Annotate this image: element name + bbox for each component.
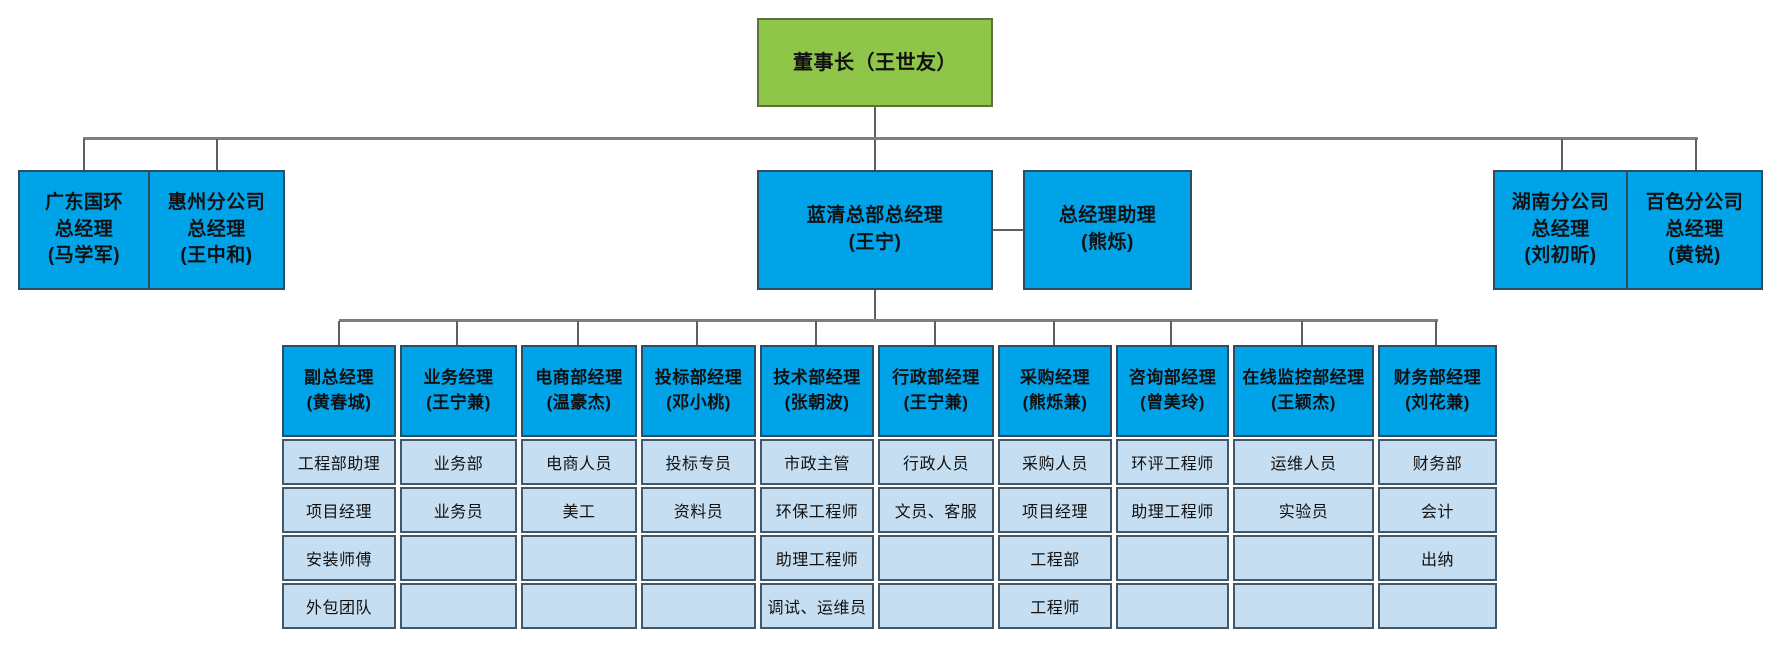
dept-role-cell: 电商人员 <box>521 439 637 485</box>
dept-role-cell <box>878 583 994 629</box>
dept-role-cell <box>400 583 517 629</box>
dept-role-cell: 财务部 <box>1378 439 1497 485</box>
connector-line <box>1301 321 1303 345</box>
dept-role-cell: 业务部 <box>400 439 517 485</box>
dept-role-cell: 会计 <box>1378 487 1497 533</box>
connector-line <box>874 290 876 321</box>
branch-box-huizhou-gm: 惠州分公司 总经理 (王中和) <box>148 170 285 290</box>
dept-head-cell: 副总经理 (黄春城) <box>282 345 396 437</box>
dept-column-deputy-gm: 副总经理 (黄春城) 工程部助理 项目经理 安装师傅 外包团队 <box>282 345 396 629</box>
dept-role-cell: 资料员 <box>641 487 756 533</box>
connector-line <box>83 139 85 170</box>
dept-role-cell <box>400 535 517 581</box>
branch-box-lanqing-hq-gm: 蓝清总部总经理 (王宁) <box>757 170 993 290</box>
connector-bus-line <box>83 137 1698 140</box>
connector-line <box>1695 139 1697 170</box>
dept-role-cell: 实验员 <box>1233 487 1374 533</box>
connector-line <box>577 321 579 345</box>
dept-role-cell: 助理工程师 <box>1116 487 1229 533</box>
dept-head-cell: 行政部经理 (王宁兼) <box>878 345 994 437</box>
dept-role-cell: 市政主管 <box>760 439 874 485</box>
connector-line <box>1435 321 1437 345</box>
dept-role-cell: 环保工程师 <box>760 487 874 533</box>
dept-role-cell: 安装师傅 <box>282 535 396 581</box>
dept-column-online-monitoring-manager: 在线监控部经理 (王颖杰) 运维人员 实验员 <box>1233 345 1374 629</box>
connector-line <box>815 321 817 345</box>
dept-role-cell: 业务员 <box>400 487 517 533</box>
dept-role-cell: 助理工程师 <box>760 535 874 581</box>
dept-role-cell <box>1116 535 1229 581</box>
dept-column-bidding-manager: 投标部经理 (邓小桃) 投标专员 资料员 <box>641 345 756 629</box>
dept-role-cell <box>521 583 637 629</box>
dept-role-cell: 行政人员 <box>878 439 994 485</box>
dept-column-ecommerce-manager: 电商部经理 (温豪杰) 电商人员 美工 <box>521 345 637 629</box>
connector-line <box>696 321 698 345</box>
connector-line <box>1170 321 1172 345</box>
dept-column-technical-manager: 技术部经理 (张朝波) 市政主管 环保工程师 助理工程师 调试、运维员 <box>760 345 874 629</box>
dept-role-cell: 文员、客服 <box>878 487 994 533</box>
dept-column-procurement-manager: 采购经理 (熊烁兼) 采购人员 项目经理 工程部 工程师 <box>998 345 1112 629</box>
dept-role-cell <box>1233 535 1374 581</box>
dept-column-finance-manager: 财务部经理 (刘花兼) 财务部 会计 出纳 <box>1378 345 1497 629</box>
dept-head-cell: 技术部经理 (张朝波) <box>760 345 874 437</box>
dept-column-admin-manager: 行政部经理 (王宁兼) 行政人员 文员、客服 <box>878 345 994 629</box>
dept-role-cell: 美工 <box>521 487 637 533</box>
chairman-box: 董事长（王世友） <box>757 18 993 107</box>
dept-role-cell: 工程师 <box>998 583 1112 629</box>
dept-role-cell <box>878 535 994 581</box>
dept-role-cell: 调试、运维员 <box>760 583 874 629</box>
dept-head-cell: 业务经理 (王宁兼) <box>400 345 517 437</box>
dept-role-cell: 投标专员 <box>641 439 756 485</box>
connector-line <box>216 139 218 170</box>
branch-box-baise-gm: 百色分公司 总经理 (黄锐) <box>1626 170 1763 290</box>
dept-head-cell: 电商部经理 (温豪杰) <box>521 345 637 437</box>
branch-box-guangdong-guohuan-gm: 广东国环 总经理 (马学军) <box>18 170 150 290</box>
dept-column-business-manager: 业务经理 (王宁兼) 业务部 业务员 <box>400 345 517 629</box>
dept-head-cell: 采购经理 (熊烁兼) <box>998 345 1112 437</box>
connector-line <box>338 321 340 345</box>
branch-box-gm-assistant: 总经理助理 (熊烁) <box>1023 170 1192 290</box>
dept-head-cell: 投标部经理 (邓小桃) <box>641 345 756 437</box>
dept-role-cell <box>521 535 637 581</box>
department-table: 副总经理 (黄春城) 工程部助理 项目经理 安装师傅 外包团队 业务经理 (王宁… <box>282 345 1497 629</box>
dept-role-cell: 项目经理 <box>998 487 1112 533</box>
dept-role-cell <box>1378 583 1497 629</box>
dept-role-cell: 外包团队 <box>282 583 396 629</box>
connector-line <box>1053 321 1055 345</box>
connector-line <box>934 321 936 345</box>
dept-column-consulting-manager: 咨询部经理 (曾美玲) 环评工程师 助理工程师 <box>1116 345 1229 629</box>
dept-role-cell: 出纳 <box>1378 535 1497 581</box>
dept-role-cell <box>641 583 756 629</box>
dept-head-cell: 咨询部经理 (曾美玲) <box>1116 345 1229 437</box>
dept-role-cell: 项目经理 <box>282 487 396 533</box>
dept-role-cell: 工程部 <box>998 535 1112 581</box>
dept-role-cell: 环评工程师 <box>1116 439 1229 485</box>
dept-head-cell: 财务部经理 (刘花兼) <box>1378 345 1497 437</box>
connector-line <box>1561 139 1563 170</box>
dept-role-cell <box>1233 583 1374 629</box>
branch-box-hunan-gm: 湖南分公司 总经理 (刘初昕) <box>1493 170 1628 290</box>
dept-head-cell: 在线监控部经理 (王颖杰) <box>1233 345 1374 437</box>
dept-role-cell <box>1116 583 1229 629</box>
connector-line <box>456 321 458 345</box>
connector-bus-line <box>339 319 1438 322</box>
dept-role-cell <box>641 535 756 581</box>
connector-line <box>993 229 1023 231</box>
dept-role-cell: 运维人员 <box>1233 439 1374 485</box>
dept-role-cell: 工程部助理 <box>282 439 396 485</box>
dept-role-cell: 采购人员 <box>998 439 1112 485</box>
